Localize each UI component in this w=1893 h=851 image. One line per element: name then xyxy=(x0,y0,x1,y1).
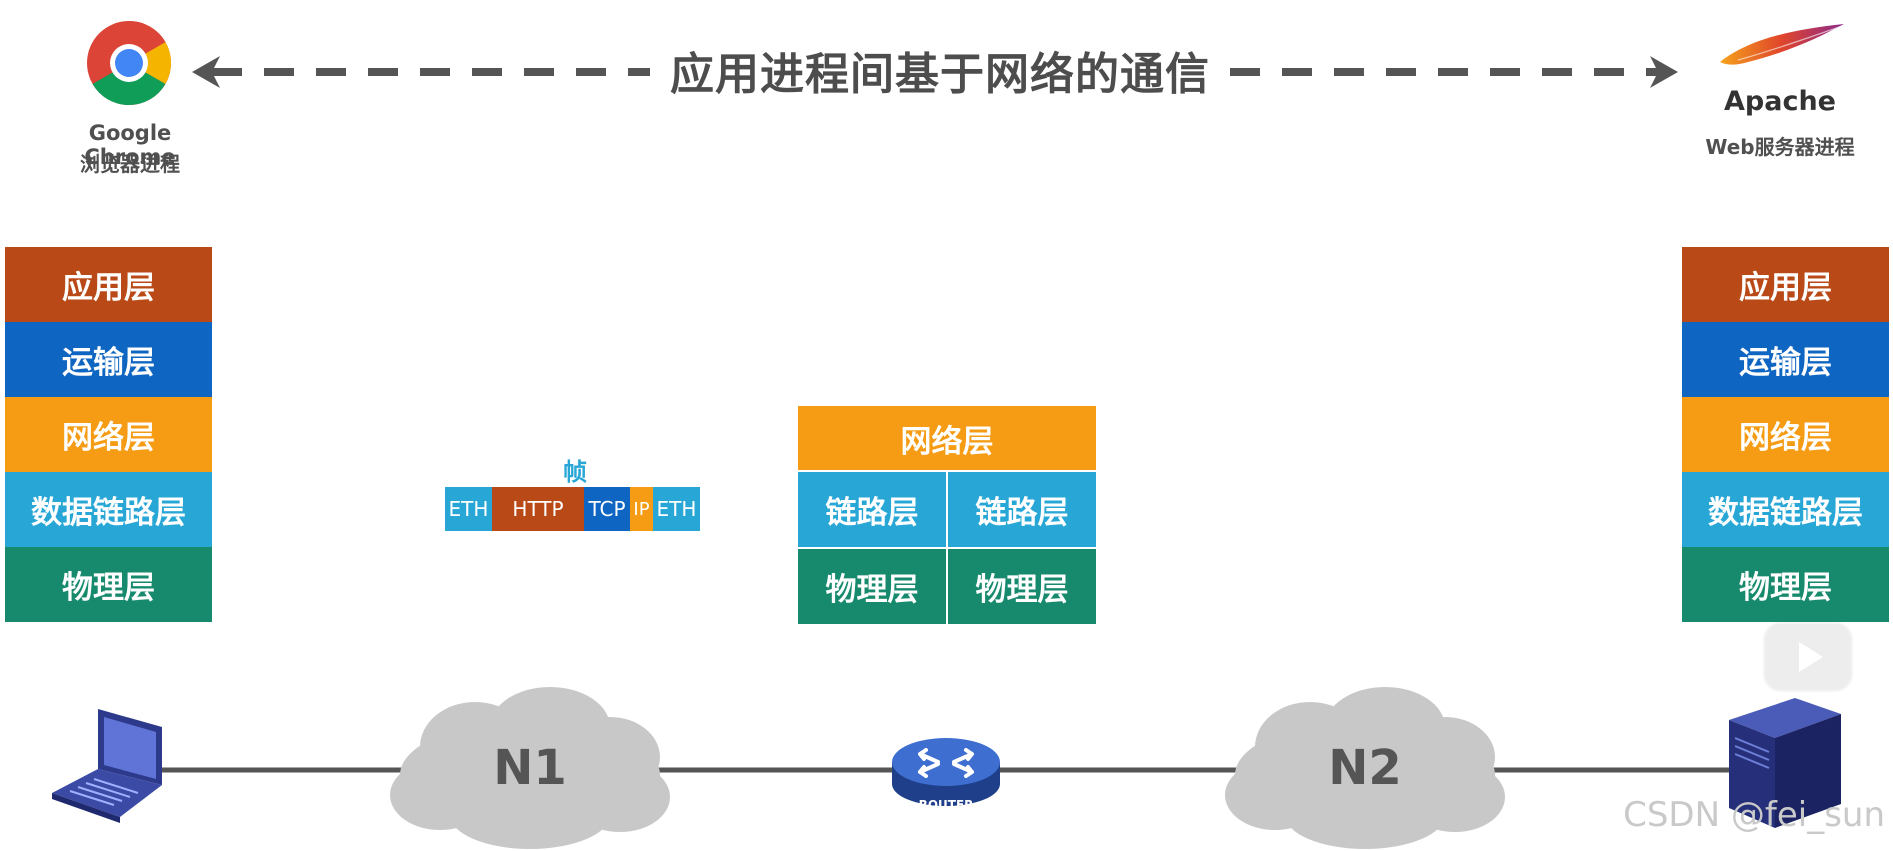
router-link-layer-left: 链路层 xyxy=(798,472,946,547)
play-icon xyxy=(1799,642,1823,672)
router-physical-layer-right: 物理层 xyxy=(948,549,1096,624)
server-physical-layer: 物理层 xyxy=(1682,547,1889,622)
router-label: ROUTER xyxy=(918,798,974,812)
client-transport-layer: 运输层 xyxy=(5,322,212,397)
frame-eth-header: ETH xyxy=(445,487,492,531)
apache-feather-icon xyxy=(1720,24,1844,65)
server-desc: Web服务器进程 xyxy=(1705,135,1855,159)
network-n1-label: N1 xyxy=(493,740,567,796)
bidirectional-dashed-arrow xyxy=(192,56,1678,88)
diagram-title: 应用进程间基于网络的通信 xyxy=(660,38,1220,102)
router-link-layer-right: 链路层 xyxy=(948,472,1096,547)
laptop-icon xyxy=(52,709,162,823)
router-lower-layers: 链路层 链路层 物理层 物理层 xyxy=(798,472,1096,624)
network-n2-label: N2 xyxy=(1328,740,1402,796)
video-play-overlay[interactable] xyxy=(1763,622,1853,692)
router-physical-layer-left: 物理层 xyxy=(798,549,946,624)
server-tower-icon xyxy=(1729,698,1841,828)
frame-title: 帧 xyxy=(563,458,587,486)
chrome-logo-icon xyxy=(87,20,172,106)
client-network-layer: 网络层 xyxy=(5,397,212,472)
client-physical-layer: 物理层 xyxy=(5,547,212,622)
server-name: Apache xyxy=(1724,86,1836,117)
frame: ETH HTTP TCP IP ETH xyxy=(445,487,700,531)
cloud-n1-icon xyxy=(390,687,670,849)
frame-http-segment: HTTP xyxy=(492,487,584,531)
server-protocol-stack: 应用层 运输层 网络层 数据链路层 物理层 xyxy=(1682,247,1889,622)
client-protocol-stack: 应用层 运输层 网络层 数据链路层 物理层 xyxy=(5,247,212,622)
router-network-layer: 网络层 xyxy=(798,406,1096,470)
frame-tcp-segment: TCP xyxy=(584,487,630,531)
client-application-layer: 应用层 xyxy=(5,247,212,322)
server-datalink-layer: 数据链路层 xyxy=(1682,472,1889,547)
client-desc: 浏览器进程 xyxy=(80,152,180,176)
watermark: CSDN @fei_sun xyxy=(1623,795,1885,835)
cloud-n2-icon xyxy=(1225,687,1505,849)
router-icon xyxy=(892,738,1000,806)
frame-eth-trailer: ETH xyxy=(653,487,700,531)
client-datalink-layer: 数据链路层 xyxy=(5,472,212,547)
server-application-layer: 应用层 xyxy=(1682,247,1889,322)
frame-ip-segment: IP xyxy=(630,487,653,531)
server-network-layer: 网络层 xyxy=(1682,397,1889,472)
server-transport-layer: 运输层 xyxy=(1682,322,1889,397)
client-name: Google Chrome xyxy=(84,121,176,169)
